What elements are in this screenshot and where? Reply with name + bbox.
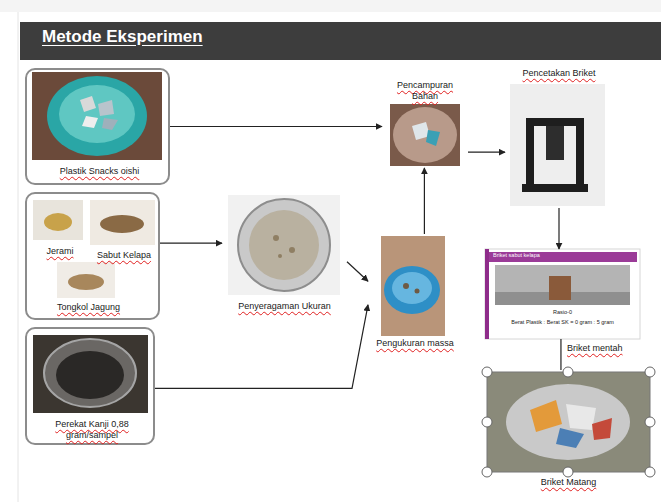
result-slide: Briket sabut kelapaRasio-0Berat Plastik …	[485, 249, 640, 339]
top-margin	[0, 0, 661, 12]
connector-arrow	[155, 305, 368, 389]
material-box: Plastik Snacks oishi	[25, 68, 170, 185]
caption: Perekat Kanji 0,88 gram/sampel	[42, 419, 142, 441]
connector-arrow	[424, 168, 425, 234]
process-photo: Pencetakan Briket	[505, 66, 613, 208]
slide-text: Berat Plastik : Berat SK = 0 gram : 5 gr…	[485, 319, 640, 326]
plastic-photo	[32, 72, 162, 160]
process-photo: Penyeragaman Ukuran	[222, 193, 347, 318]
caption: Penyeragaman Ukuran	[222, 301, 347, 312]
scale-photo	[381, 236, 445, 336]
connector-arrow	[160, 243, 222, 244]
caption: Sabut Kelapa	[89, 250, 159, 261]
connector-arrow	[558, 208, 559, 249]
material-group-box: JeramiSabut KelapaTongkol Jagung	[25, 192, 160, 320]
starch-photo	[33, 335, 148, 413]
finished-briquette-photo	[482, 367, 655, 477]
connector-arrow	[347, 262, 368, 281]
slide-text: Briket sabut kelapa	[493, 252, 633, 259]
caption: Tongkol Jagung	[36, 302, 141, 313]
process-photo: Pencampuran Bahan	[382, 80, 468, 168]
title-bar	[20, 22, 661, 60]
caption: Pencampuran Bahan	[390, 80, 460, 102]
caption: Briket mentah	[567, 343, 642, 354]
raw-briquette-slide	[485, 249, 640, 339]
connector-arrow	[468, 152, 505, 153]
result-photo: Briket Matang	[485, 370, 652, 492]
frame-line	[18, 12, 19, 502]
caption: Plastik Snacks oishi	[27, 166, 172, 177]
connector-arrow	[560, 339, 561, 370]
press-photo	[510, 84, 605, 206]
caption: Pencetakan Briket	[505, 68, 613, 79]
sieve-photo	[228, 195, 340, 295]
process-photo: Pengukuran massa	[368, 234, 462, 352]
slide-title: Metode Eksperimen	[42, 27, 203, 47]
caption: Jerami	[31, 246, 89, 257]
mixing-photo	[390, 104, 460, 166]
binder-box: Perekat Kanji 0,88 gram/sampel	[25, 327, 155, 445]
slide-text: Rasio-0	[485, 309, 640, 316]
caption: Pengukuran massa	[368, 338, 462, 349]
caption: Briket Matang	[485, 477, 652, 488]
connector-arrow	[170, 126, 382, 127]
